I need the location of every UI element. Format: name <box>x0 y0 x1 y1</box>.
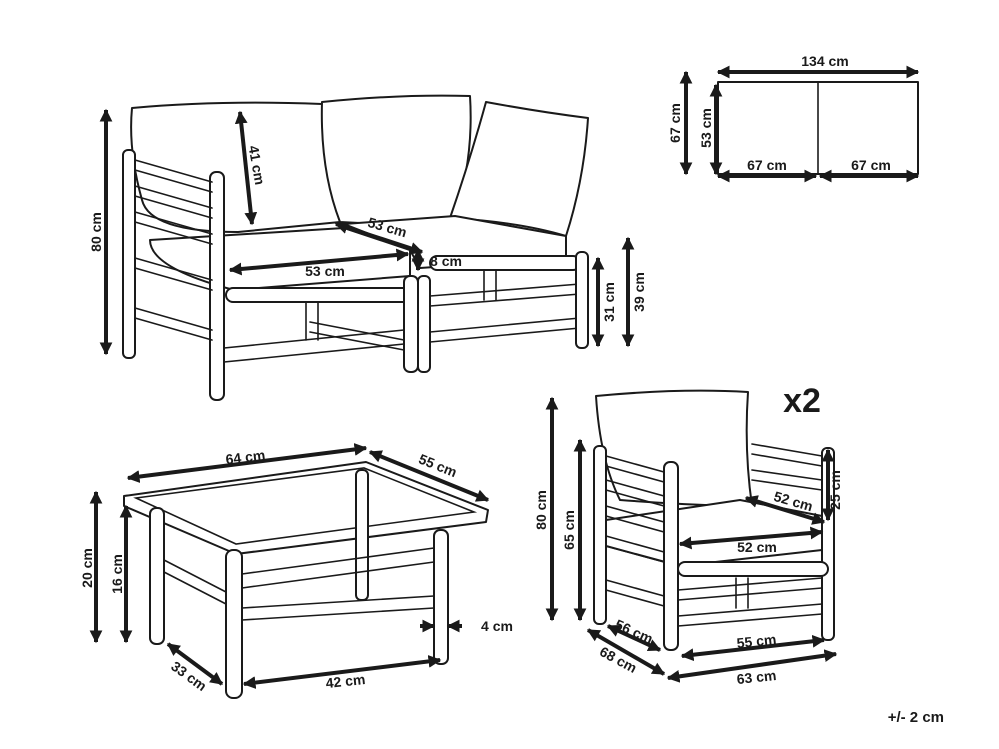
dim-line-table-55 <box>368 450 490 502</box>
sofa-front-post <box>209 171 225 401</box>
label-table-inner-height: 16 cm <box>109 554 125 594</box>
label-quantity: x2 <box>783 382 821 420</box>
sofa-drawing: 80 cm 41 cm 53 cm 53 cm 8 cm 31 cm 39 cm <box>88 94 647 401</box>
table-leg-back-right <box>355 469 369 601</box>
label-table-inner-depth: 33 cm <box>168 658 210 694</box>
label-chair-inner-width: 55 cm <box>736 631 777 651</box>
dim-line-table-33 <box>166 642 224 686</box>
dim-line-chair-68 <box>586 628 666 676</box>
label-chair-height: 80 cm <box>533 490 549 530</box>
table-leg-front-right <box>433 529 449 665</box>
label-sofa-seat-width: 53 cm <box>305 263 345 279</box>
label-sofa-height: 80 cm <box>88 212 104 252</box>
dim-line-sofa-53-diag <box>334 221 424 255</box>
sofa-front-rail <box>225 287 413 303</box>
label-table-depth: 55 cm <box>416 451 459 481</box>
label-sofa-depth-top: 67 cm <box>667 103 683 143</box>
dim-line-table-42 <box>242 655 442 689</box>
dim-line-sofa-41 <box>234 110 258 226</box>
sofa-middle-post <box>403 275 419 373</box>
dim-line-chair-52-diag <box>744 495 826 525</box>
label-sofa-seat-height: 31 cm <box>601 282 617 322</box>
sofa-middle-post-2 <box>417 275 431 373</box>
label-chair-inner-depth: 56 cm <box>613 616 656 647</box>
label-table-inner-width: 42 cm <box>325 671 366 691</box>
chair-drawing: x2 80 cm 65 cm 25 cm 52 cm 52 cm 56 cm 6… <box>533 382 843 687</box>
chair-front-left-post <box>663 461 679 651</box>
sofa-top-view: 134 cm 67 cm 53 cm 67 cm 67 cm <box>667 53 920 183</box>
dim-line-sofa-53 <box>228 248 410 276</box>
label-chair-inner-height: 65 cm <box>561 510 577 550</box>
label-sofa-width-top: 134 cm <box>801 53 848 69</box>
label-table-width: 64 cm <box>225 447 266 468</box>
label-sofa-module-right: 67 cm <box>851 157 891 173</box>
label-sofa-backrest: 41 cm <box>246 144 269 186</box>
label-table-height: 20 cm <box>79 548 95 588</box>
label-chair-seat-width: 52 cm <box>737 539 777 555</box>
label-chair-width: 63 cm <box>736 667 777 687</box>
label-chair-armrest: 25 cm <box>827 470 843 510</box>
label-table-leg: 4 cm <box>481 618 513 634</box>
sofa-back-cushion-middle <box>320 94 472 225</box>
table-leg-front-left <box>225 549 243 699</box>
label-sofa-cushion: 8 cm <box>430 253 462 269</box>
chair-front-rail <box>677 561 829 577</box>
dim-line-chair-52 <box>678 526 824 550</box>
sofa-back-post <box>122 149 136 359</box>
label-sofa-seat-depth-top: 53 cm <box>698 108 714 148</box>
label-tolerance: +/- 2 cm <box>888 709 944 726</box>
sofa-right-post <box>575 251 589 349</box>
dim-line-chair-63 <box>666 649 838 683</box>
dim-line-table-64 <box>126 443 368 483</box>
chair-back-left-post <box>593 445 607 625</box>
table-drawing: 64 cm 55 cm 20 cm 16 cm 4 cm 33 cm 42 cm <box>79 443 513 699</box>
label-sofa-seat-height-cushion: 39 cm <box>631 272 647 312</box>
table-leg-back-left <box>149 507 165 645</box>
label-sofa-module-left: 67 cm <box>747 157 787 173</box>
